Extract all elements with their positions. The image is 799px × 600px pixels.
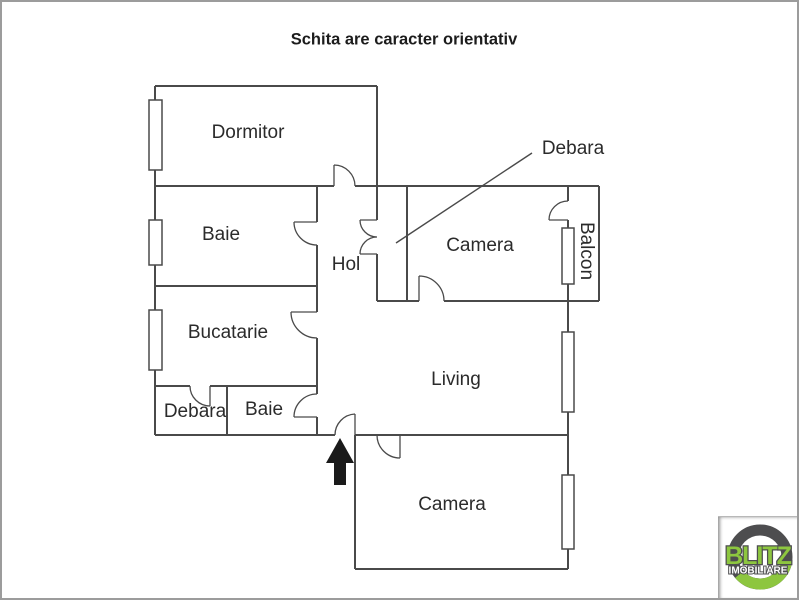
window-camera-bottom xyxy=(561,474,575,550)
window-baie-top xyxy=(148,219,163,266)
room-label-hol: Hol xyxy=(331,254,361,275)
windows xyxy=(148,99,575,550)
plan-title: Schita are caracter orientativ xyxy=(290,30,518,49)
door-bucatarie xyxy=(290,311,318,339)
blitz-subtitle-text: IMOBILIARE xyxy=(729,566,788,577)
door-camera-top xyxy=(418,275,445,302)
door-balcon xyxy=(548,200,569,221)
room-label-baie-bottom: Baie xyxy=(244,399,284,420)
door-entrance xyxy=(334,413,356,436)
window-bucatarie xyxy=(148,309,163,371)
blitz-logo: BLITZ IMOBILIARE xyxy=(718,516,797,598)
blitz-ring-icon: BLITZ IMOBILIARE xyxy=(724,524,794,590)
door-debara-small xyxy=(189,385,211,407)
debara-pointer-line xyxy=(395,152,533,244)
door-dormitor xyxy=(333,164,356,187)
room-label-debara-closet: Debara xyxy=(541,138,605,159)
room-label-camera-bottom: Camera xyxy=(418,494,486,515)
room-label-dormitor: Dormitor xyxy=(211,122,285,143)
blitz-brand-text: BLITZ xyxy=(725,542,792,570)
door-baie-top xyxy=(293,221,318,246)
window-balcon xyxy=(561,227,575,285)
room-label-living: Living xyxy=(431,369,481,390)
door-camera-bottom xyxy=(376,434,401,459)
doors xyxy=(189,164,569,459)
room-label-baie-top: Baie xyxy=(201,224,241,245)
door-debara-closet xyxy=(359,219,378,255)
room-label-debara-small: Debara xyxy=(163,401,227,422)
room-label-balcon: Balcon xyxy=(576,221,597,281)
room-label-bucatarie: Bucatarie xyxy=(187,322,269,343)
room-label-camera-top: Camera xyxy=(446,235,514,256)
window-dormitor xyxy=(148,99,163,171)
door-baie-bottom xyxy=(293,393,318,418)
entrance-arrow-icon xyxy=(326,438,354,485)
window-living xyxy=(561,331,575,413)
